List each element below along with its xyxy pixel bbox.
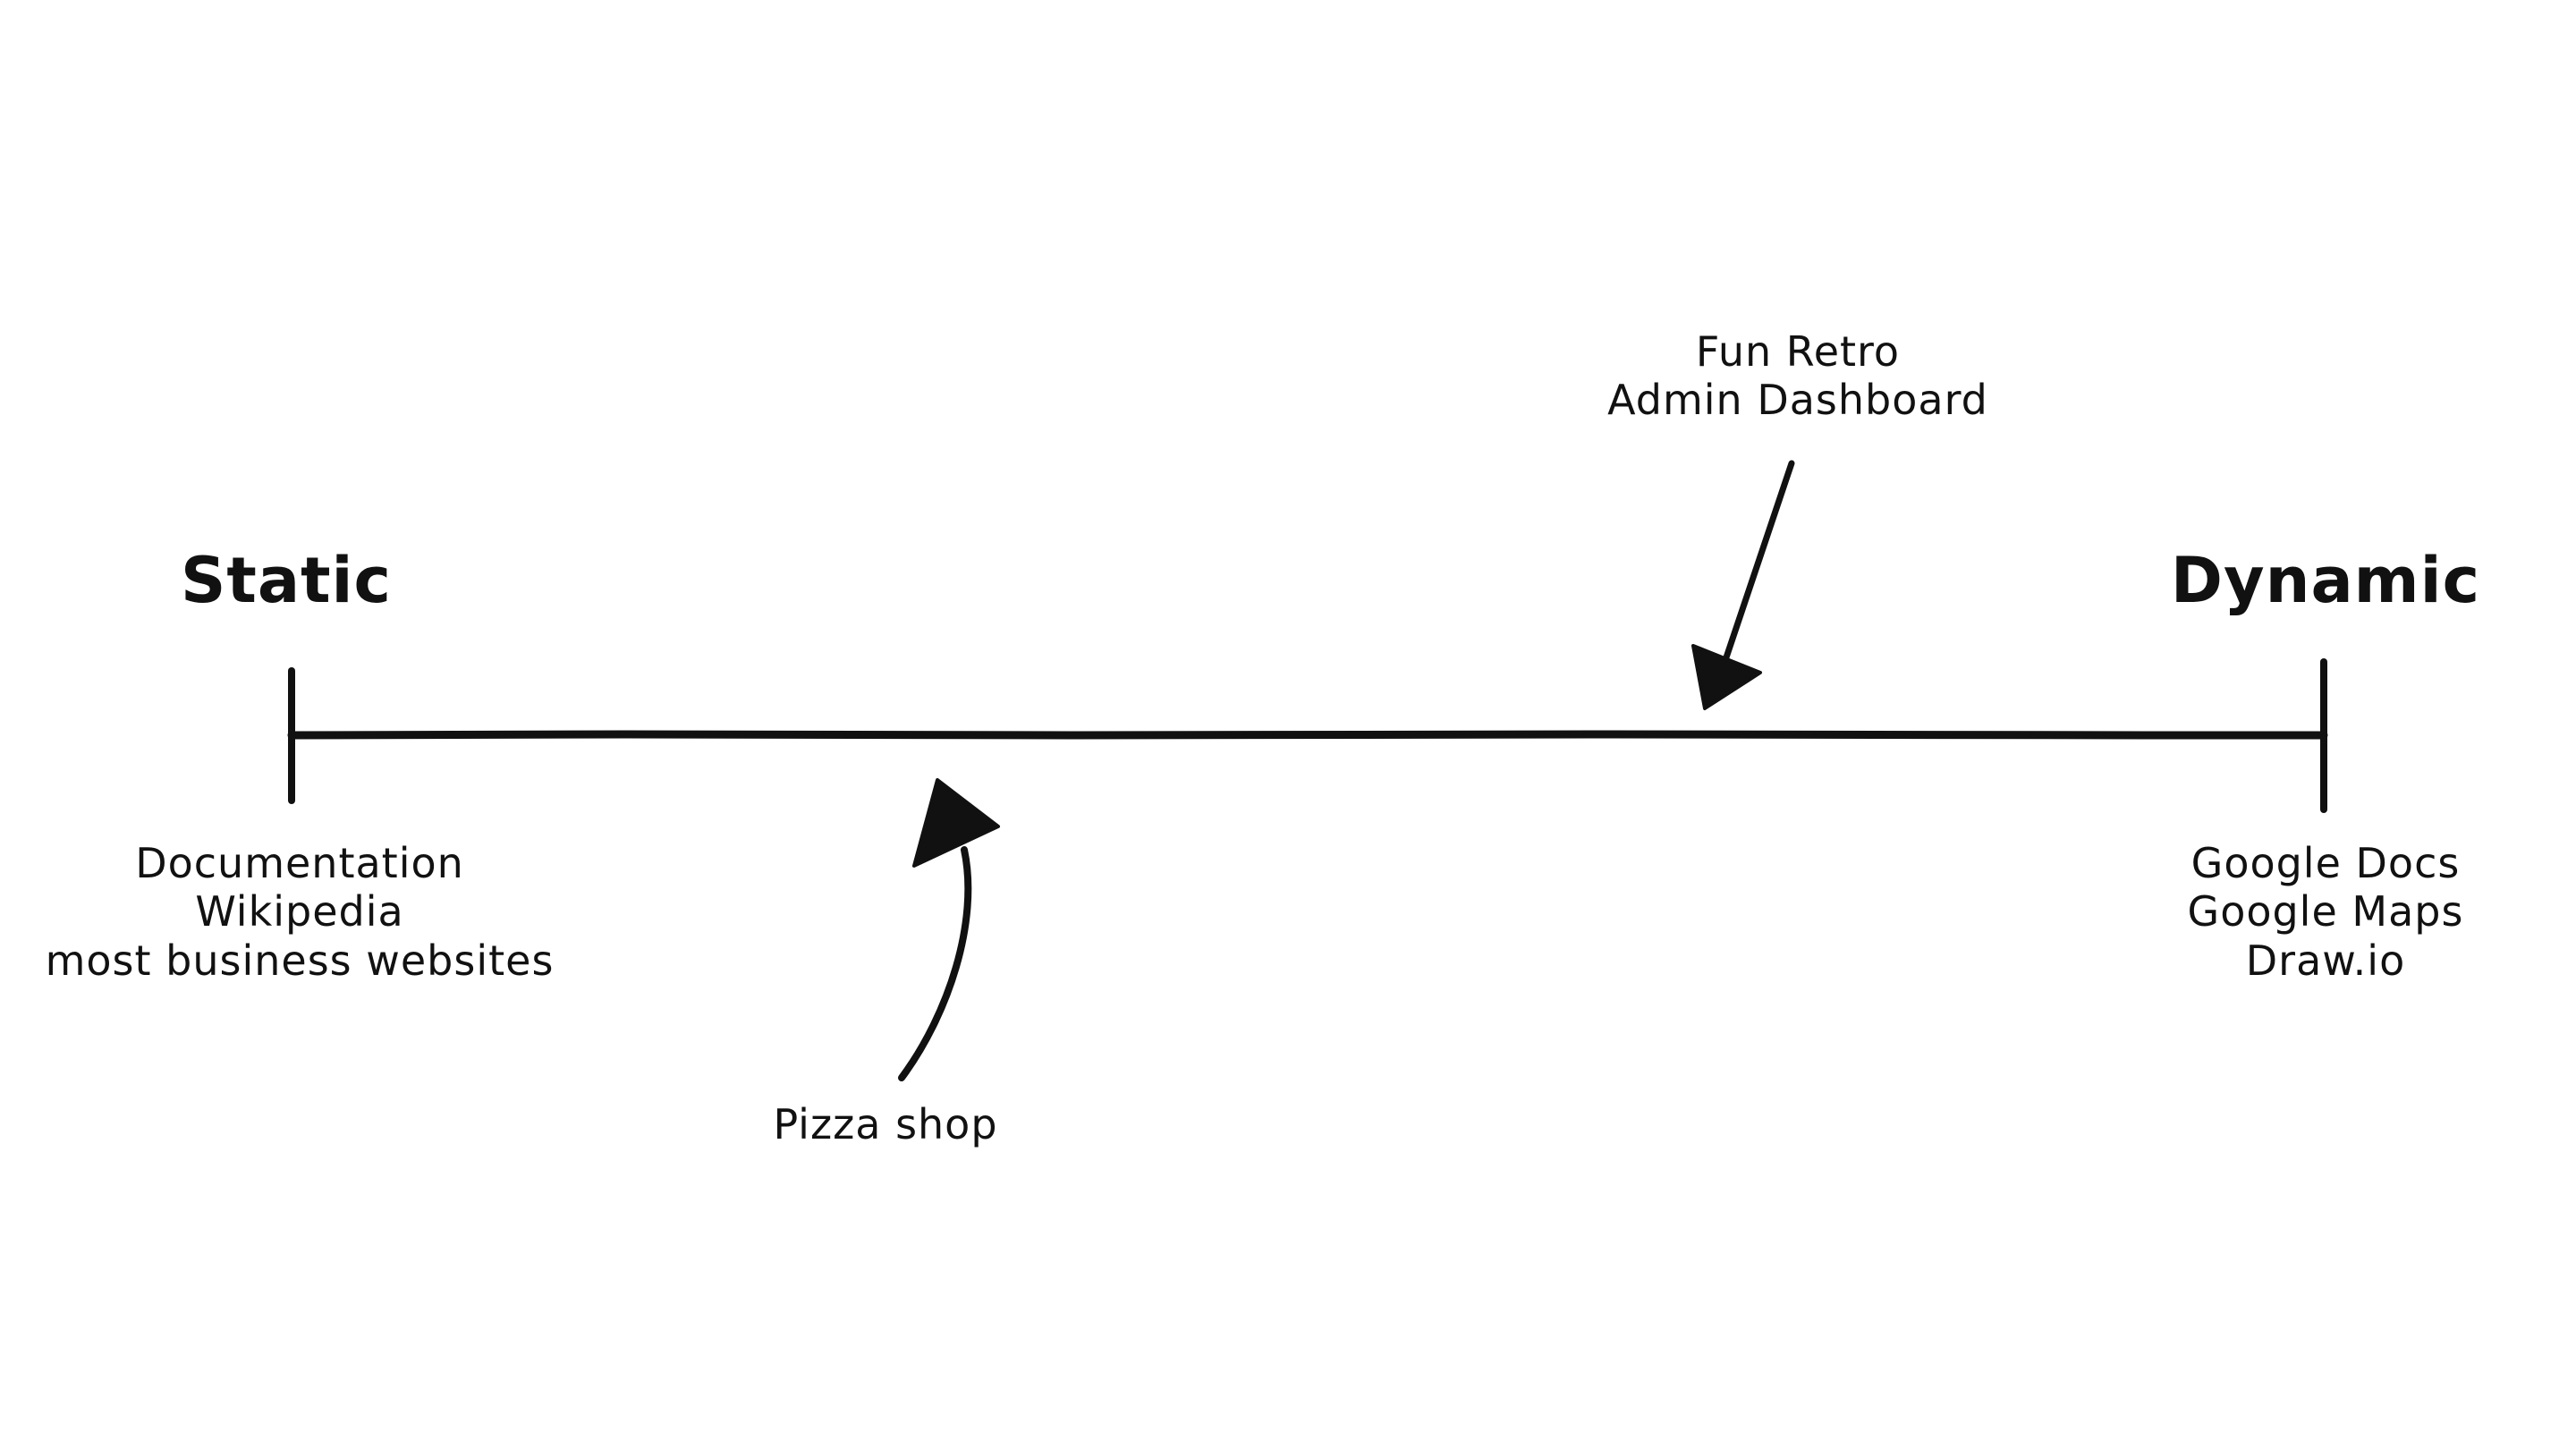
dynamic-example-item: Google Docs	[2190, 839, 2461, 887]
fun-retro-label-line: Fun Retro	[1695, 327, 1901, 376]
pizza-shop-label: Pizza shop	[773, 1100, 998, 1148]
fun-retro-label: Fun Retro Admin Dashboard	[1521, 327, 2075, 425]
fun-retro-label-line: Admin Dashboard	[1607, 376, 1988, 425]
fun-retro-arrowhead	[1691, 644, 1762, 710]
spectrum-axis-line	[287, 730, 2328, 740]
pizza-shop-arrow-shaft	[898, 846, 972, 1081]
fun-retro-arrow-shaft	[1723, 460, 1795, 661]
static-examples-list: Documentation Wikipedia most business we…	[0, 839, 599, 985]
pizza-shop-arrowhead	[912, 778, 1000, 868]
static-label: Static	[180, 544, 393, 617]
dynamic-example-item: Draw.io	[2245, 936, 2406, 985]
static-example-item: Documentation	[135, 839, 464, 887]
static-example-item: Wikipedia	[195, 887, 404, 936]
dynamic-example-item: Google Maps	[2187, 887, 2464, 936]
static-example-item: most business websites	[45, 936, 555, 985]
dynamic-label: Dynamic	[2170, 544, 2481, 617]
dynamic-examples-list: Google Docs Google Maps Draw.io	[2129, 839, 2522, 985]
